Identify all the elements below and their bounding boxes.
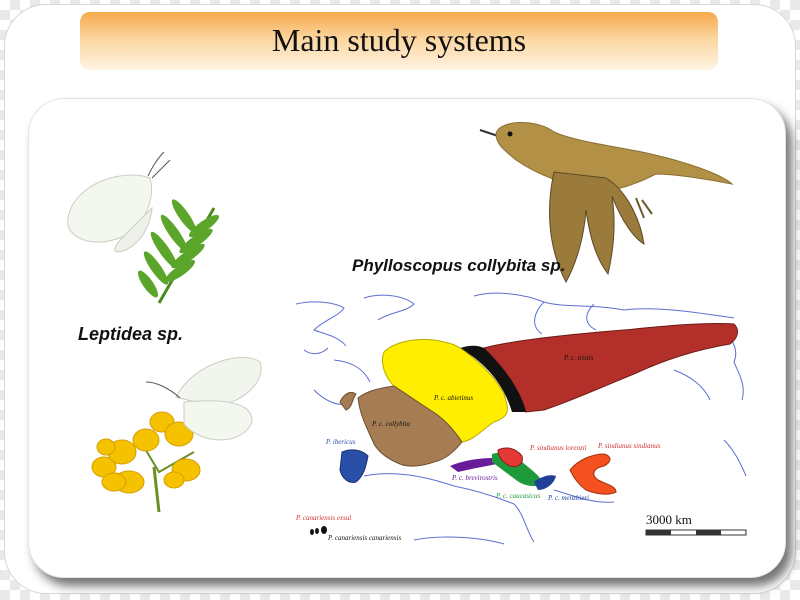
label-collybita: P. c. collybita bbox=[371, 420, 410, 428]
yellow-flowers bbox=[91, 411, 201, 494]
hybrid-zone-band bbox=[460, 345, 526, 412]
label-tristis: P. c. tristis bbox=[563, 354, 594, 362]
phylloscopus-label: Phylloscopus collybita sp. bbox=[352, 256, 566, 275]
scale-bar-label: 3000 km bbox=[646, 512, 692, 527]
butterfly-bottom bbox=[145, 357, 262, 441]
butterfly-on-flowers-illustration bbox=[91, 357, 262, 513]
leptidea-label: Leptidea sp. bbox=[78, 324, 184, 344]
fern-frond bbox=[137, 199, 220, 304]
chiffchaff-bird-illustration bbox=[479, 121, 734, 284]
distribution-map: P. c. tristis P. c. abietinus P. c. coll… bbox=[295, 292, 747, 545]
label-canariensis: P. canariensis canariensis bbox=[327, 534, 401, 542]
scale-bar bbox=[645, 529, 747, 536]
lorenzii-range bbox=[497, 447, 523, 467]
label-exsul: P. canariensis exsul bbox=[295, 514, 351, 522]
tristis-range bbox=[483, 322, 738, 413]
ibericus-range bbox=[339, 449, 369, 483]
butterfly-on-fern-illustration bbox=[67, 151, 220, 304]
label-brevirostris: P. c. brevirostris bbox=[451, 474, 498, 482]
brevirostris-range bbox=[450, 458, 504, 472]
label-abietinus: P. c. abietinus bbox=[433, 394, 473, 402]
label-ibericus: P. ibericus bbox=[325, 438, 356, 446]
butterfly-top bbox=[67, 151, 171, 253]
label-caucasicus: P. c. caucasicus bbox=[495, 492, 540, 500]
label-lorenzii: P. sindianus lorenzii bbox=[529, 444, 587, 452]
canary-islands-marks bbox=[310, 526, 327, 535]
collybita-range bbox=[357, 385, 463, 467]
menzbieri-range bbox=[534, 475, 556, 490]
label-menzbieri: P. c. menzbieri bbox=[547, 494, 589, 502]
title-bar: Main study systems bbox=[80, 12, 718, 70]
sindianus-range bbox=[569, 453, 617, 495]
label-sindianus: P. sindianus sindianus bbox=[597, 442, 661, 450]
slide-title: Main study systems bbox=[271, 22, 527, 58]
